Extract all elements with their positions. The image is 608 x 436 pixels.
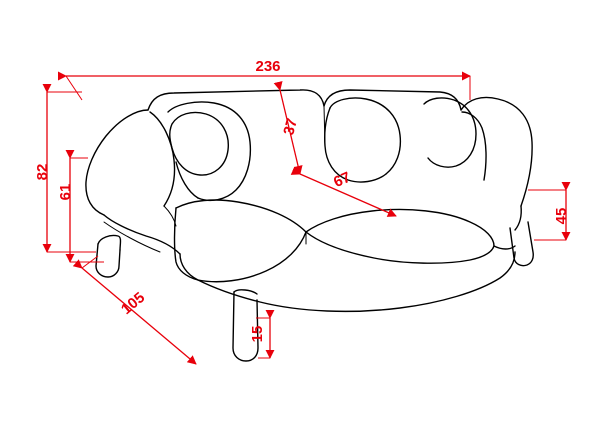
dim-105-ext-top <box>81 255 99 269</box>
dim-label-82: 82 <box>34 164 51 181</box>
left-arm-outline <box>85 109 149 216</box>
dim-label-105: 105 <box>118 289 148 318</box>
dim-105-line <box>72 259 197 365</box>
dim-label-61: 61 <box>57 184 74 201</box>
dim-label-67: 67 <box>331 169 353 191</box>
dim-label-37: 37 <box>280 117 301 138</box>
backrest-right-top-outline <box>323 89 462 111</box>
throw-pillow-left-outline <box>169 111 229 176</box>
sofa-outline-group <box>85 89 534 362</box>
left-leg-top-outline <box>97 234 122 251</box>
seat-base-right-edge <box>493 245 516 250</box>
left-arm-lower-outline <box>103 214 181 255</box>
back-pillow-right-outline <box>329 97 402 175</box>
right-arm-outline <box>460 96 533 207</box>
seat-base-outline <box>197 251 516 313</box>
dim-label-236: 236 <box>255 58 280 75</box>
arm-crease-detail <box>163 205 177 227</box>
backrest-top-outline <box>147 89 325 111</box>
dimension-lines-group <box>42 71 571 365</box>
back-cushion-left-outline <box>167 101 252 202</box>
dim-label-15: 15 <box>249 326 266 343</box>
dim-37-line <box>273 80 303 175</box>
left-front-leg-outline <box>95 243 121 278</box>
back-pillow-right-lower <box>324 107 387 183</box>
base-shadow-detail <box>103 221 161 253</box>
center-front-leg-outline <box>232 291 259 362</box>
center-leg-top-outline <box>233 289 258 295</box>
right-arm-inner-outline <box>461 111 487 181</box>
back-seam-detail <box>323 105 326 147</box>
seat-cushion-left-outline <box>175 199 307 233</box>
back-cushion-left-inner-outline <box>175 161 199 199</box>
right-rear-leg-outline <box>509 221 534 267</box>
seat-cushion-right-front <box>305 231 495 264</box>
left-arm-inner-outline <box>149 111 176 207</box>
dimension-labels-group: 236 82 61 37 67 45 105 15 <box>34 58 570 342</box>
sofa-back-right-edge <box>514 205 522 231</box>
back-pillow-far-right-outline <box>423 97 477 168</box>
seat-cushion-right-outline <box>305 208 495 247</box>
seat-cushion-left-front <box>173 207 307 283</box>
dim-236-ext-left <box>65 75 83 101</box>
dim-67-line <box>290 166 397 217</box>
dim-label-45: 45 <box>553 208 570 225</box>
